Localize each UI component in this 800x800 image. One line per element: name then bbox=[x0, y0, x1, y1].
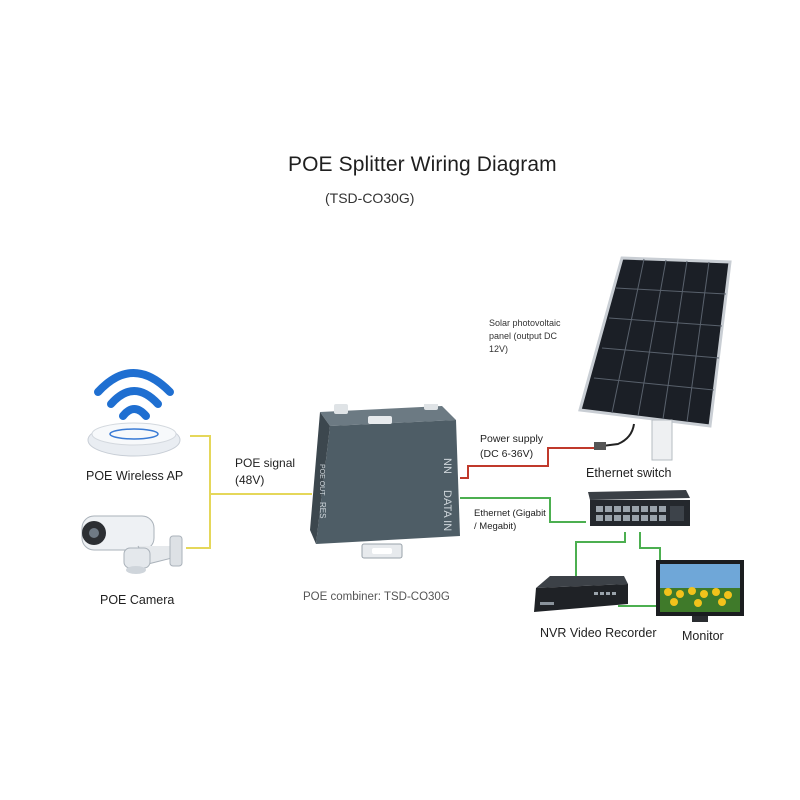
nvr-recorder-device bbox=[534, 576, 628, 612]
combiner-label: POE combiner: TSD-CO30G bbox=[303, 591, 450, 603]
combiner-port-poe-out: POE OUT bbox=[318, 464, 325, 496]
poe-signal-label: POE signal bbox=[235, 456, 296, 470]
wireless-ap-device bbox=[87, 369, 181, 457]
ethernet-switch-label: Ethernet switch bbox=[586, 466, 672, 480]
combiner-port-res: RES bbox=[318, 502, 327, 518]
monitor-device bbox=[656, 560, 744, 622]
power-supply-label: Power supply bbox=[480, 433, 544, 445]
diagram-subtitle: (TSD-CO30G) bbox=[325, 190, 415, 206]
ethernet-speed-label: / Megabit) bbox=[474, 521, 517, 532]
combiner-port-data: DATA IN bbox=[441, 490, 453, 531]
nvr-label: NVR Video Recorder bbox=[540, 626, 657, 640]
poe-signal-voltage-label: (48V) bbox=[235, 473, 265, 487]
ethernet-wire-nvr bbox=[575, 532, 626, 578]
solar-panel-label-line-3: 12V) bbox=[489, 344, 509, 354]
ethernet-wire-monitor bbox=[618, 532, 661, 607]
solar-panel-label-line-2: panel (output DC bbox=[489, 331, 558, 341]
solar-panel-label-line-1: Solar photovoltaic bbox=[489, 318, 561, 328]
wireless-ap-label: POE Wireless AP bbox=[86, 469, 184, 483]
ethernet-wire-combiner bbox=[460, 497, 586, 523]
diagram-title: POE Splitter Wiring Diagram bbox=[288, 153, 557, 176]
ethernet-switch-device bbox=[588, 490, 690, 526]
camera-device bbox=[81, 515, 183, 574]
wifi-signal-icon bbox=[94, 369, 174, 420]
power-supply-voltage-label: (DC 6-36V) bbox=[480, 448, 534, 460]
solar-panel-device bbox=[578, 256, 732, 461]
power-supply-wire bbox=[460, 447, 598, 479]
ethernet-label: Ethernet (Gigabit bbox=[474, 508, 546, 519]
poe-combiner-device: POE OUT RES NN DATA IN bbox=[310, 404, 460, 559]
poe-wire-ap bbox=[190, 435, 312, 495]
camera-label: POE Camera bbox=[100, 593, 175, 607]
monitor-label: Monitor bbox=[682, 629, 724, 643]
poe-wire-camera bbox=[186, 494, 211, 549]
combiner-port-in: NN bbox=[441, 458, 453, 474]
